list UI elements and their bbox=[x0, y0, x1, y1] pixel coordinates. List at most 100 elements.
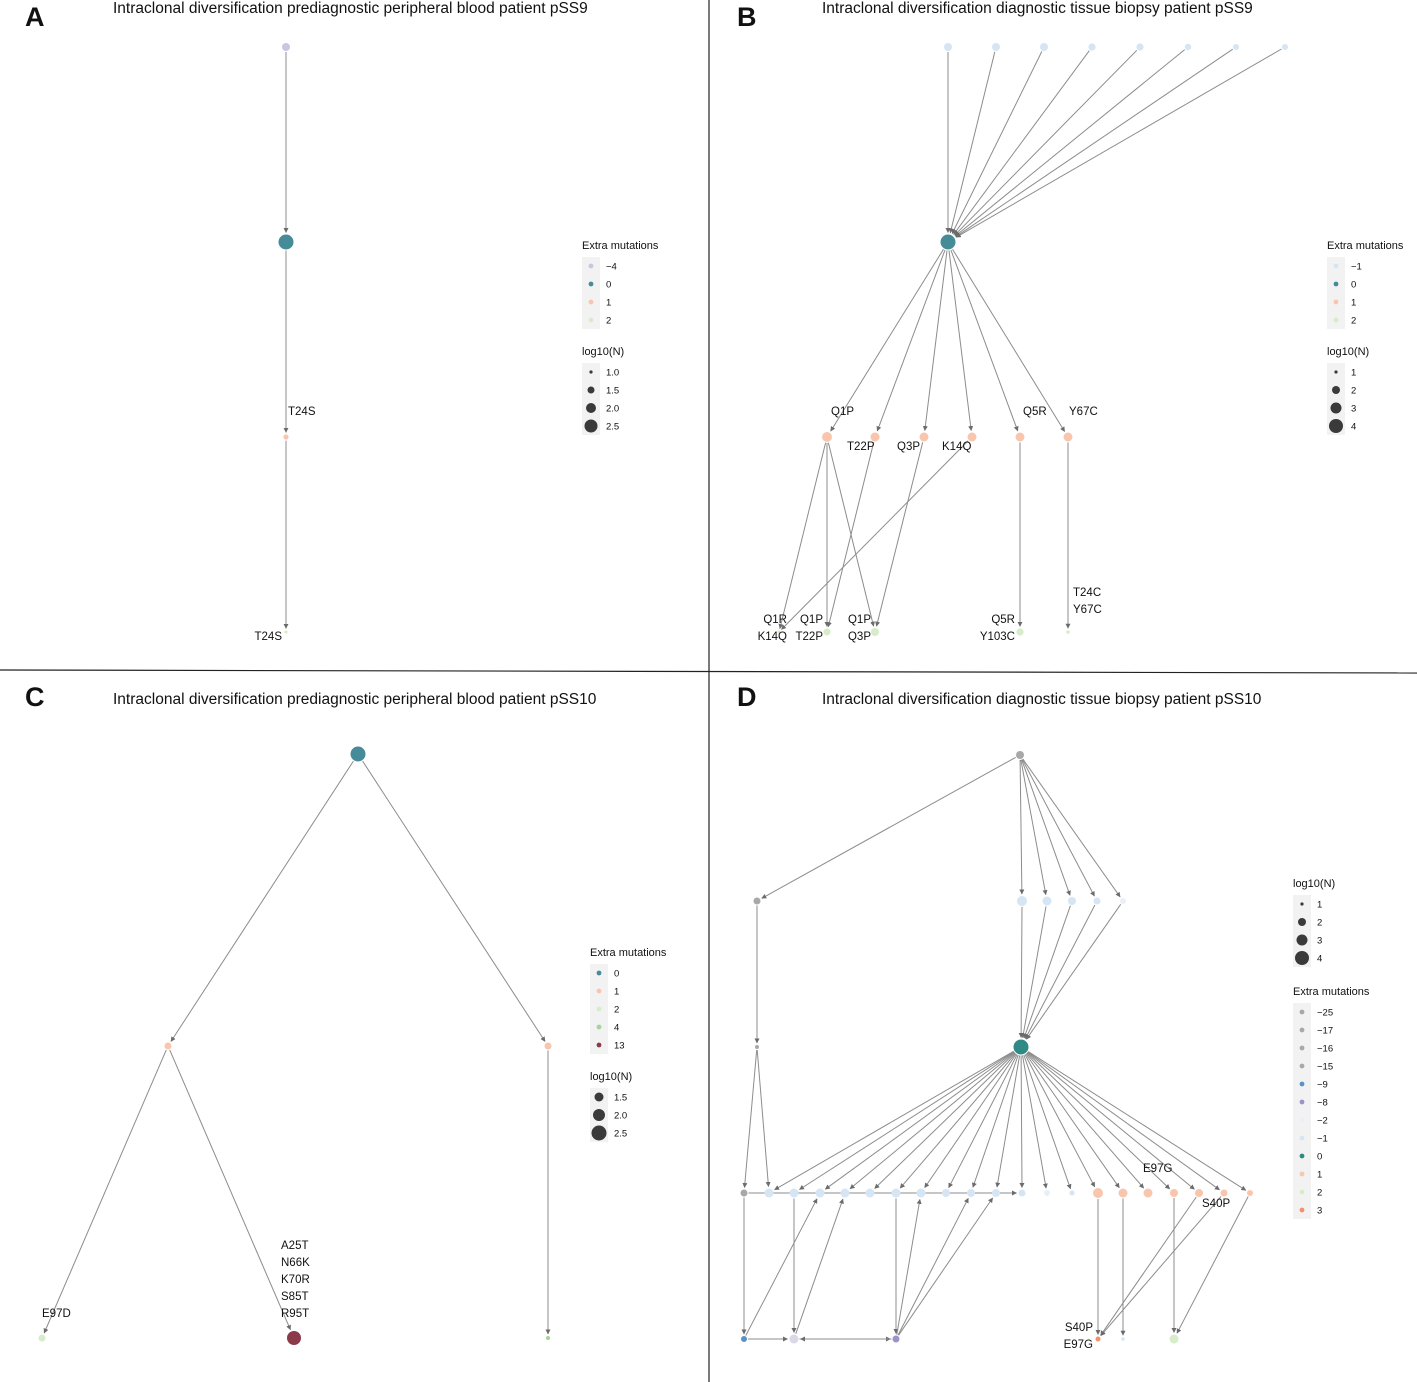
mutation-label: Y103C bbox=[980, 631, 1015, 643]
legend-color-key bbox=[1299, 1153, 1305, 1159]
legend-size-key bbox=[1295, 951, 1309, 965]
tree-node bbox=[1015, 432, 1025, 442]
tree-edge bbox=[781, 440, 969, 630]
legend-label: 3 bbox=[1351, 403, 1356, 414]
legend-title: Extra mutations bbox=[1293, 986, 1370, 998]
tree-node bbox=[992, 1189, 1000, 1197]
tree-node bbox=[1095, 1336, 1101, 1342]
legend-label: 0 bbox=[614, 968, 619, 979]
legend-title: Extra mutations bbox=[582, 240, 659, 252]
tree-edge bbox=[826, 442, 875, 628]
panel-title: Intraclonal diversification prediagnosti… bbox=[113, 0, 588, 17]
legend-label: 1 bbox=[1351, 297, 1356, 308]
tree-edge bbox=[824, 1051, 1015, 1190]
legend-key-background bbox=[1327, 363, 1345, 435]
legend-label: −2 bbox=[1317, 1115, 1328, 1126]
tree-edge bbox=[951, 51, 1043, 234]
tree-node bbox=[777, 630, 781, 634]
legend-label: 4 bbox=[614, 1022, 619, 1033]
tree-edge bbox=[1019, 759, 1025, 895]
mutation-label: E97D bbox=[42, 1308, 71, 1320]
mutation-label: R95T bbox=[281, 1308, 309, 1320]
tree-node bbox=[1220, 1189, 1228, 1197]
tree-edge bbox=[1018, 906, 1024, 1038]
tree-edge bbox=[849, 1052, 1015, 1190]
tree-node bbox=[350, 746, 366, 762]
tree-edge bbox=[1025, 904, 1122, 1040]
node-group bbox=[777, 43, 1288, 636]
mutation-label: T22P bbox=[796, 631, 824, 643]
mutation-label: E97G bbox=[1064, 1339, 1093, 1351]
legend-color-key bbox=[1299, 1117, 1305, 1123]
legend-label: −16 bbox=[1317, 1043, 1333, 1054]
legend-key-background bbox=[1327, 257, 1345, 329]
legend-title: log10(N) bbox=[590, 1071, 632, 1083]
legend-label: 1.0 bbox=[606, 367, 619, 378]
legend-size-key bbox=[586, 403, 596, 413]
tree-edge bbox=[955, 48, 1233, 238]
tree-node bbox=[1169, 1334, 1179, 1344]
tree-node bbox=[1247, 1190, 1253, 1196]
tree-node bbox=[940, 234, 956, 250]
legend-label: 4 bbox=[1351, 421, 1356, 432]
tree-edge bbox=[1021, 759, 1071, 896]
tree-node bbox=[1016, 628, 1024, 636]
tree-node bbox=[871, 628, 879, 636]
legend-label: 0 bbox=[1317, 1151, 1322, 1162]
horizontal-divider bbox=[0, 669, 1417, 674]
legend-label: 2.0 bbox=[614, 1110, 627, 1121]
tree-edge bbox=[954, 49, 1138, 236]
legend-label: 1 bbox=[1317, 1169, 1322, 1180]
tree-edge bbox=[43, 1049, 167, 1334]
legend-label: 2 bbox=[1317, 917, 1322, 928]
legend-label: 4 bbox=[1317, 953, 1322, 964]
tree-edge bbox=[948, 1054, 1018, 1189]
tree-node bbox=[992, 43, 1000, 51]
tree-edge bbox=[362, 760, 546, 1042]
panel-title: Intraclonal diversification diagnostic t… bbox=[822, 0, 1253, 17]
tree-edge bbox=[1019, 1055, 1025, 1188]
legend-color-key bbox=[596, 1024, 602, 1030]
edge-group bbox=[778, 48, 1282, 630]
mutation-label: K14Q bbox=[942, 441, 971, 453]
node-group bbox=[740, 751, 1253, 1344]
legend-label: 2 bbox=[1317, 1187, 1322, 1198]
panel-b: B Intraclonal diversification diagnostic… bbox=[737, 0, 1404, 643]
legend-color-key bbox=[588, 299, 594, 305]
tree-node bbox=[1040, 43, 1048, 51]
tree-edge bbox=[948, 51, 996, 234]
mutation-label: K70R bbox=[281, 1274, 310, 1286]
tree-edge bbox=[955, 49, 1186, 237]
tree-edge bbox=[952, 248, 1066, 432]
tree-node bbox=[967, 1189, 975, 1197]
tree-edge bbox=[955, 48, 1282, 238]
tree-node bbox=[38, 1334, 46, 1342]
tree-node bbox=[1044, 1190, 1050, 1196]
tree-edge bbox=[1022, 758, 1121, 898]
legend-label: 2.5 bbox=[614, 1128, 627, 1139]
tree-edge bbox=[1100, 1196, 1222, 1336]
tree-node bbox=[891, 1188, 901, 1198]
mutation-label: A25T bbox=[281, 1240, 309, 1252]
mutation-label: Q5R bbox=[1023, 406, 1047, 418]
tree-node bbox=[1017, 896, 1027, 906]
tree-node bbox=[1013, 1039, 1029, 1055]
tree-edge bbox=[1027, 1052, 1195, 1190]
mutation-label: Q1P bbox=[848, 614, 871, 626]
mutation-label: Y67C bbox=[1069, 406, 1098, 418]
legend-color-key bbox=[1299, 1063, 1305, 1069]
legend-color-key bbox=[1299, 1207, 1305, 1213]
tree-edge bbox=[795, 1198, 844, 1334]
tree-node bbox=[284, 630, 288, 634]
legend-color-key bbox=[1333, 281, 1339, 287]
legend-label: 2 bbox=[614, 1004, 619, 1015]
legend-label: 2 bbox=[606, 315, 611, 326]
tree-edge bbox=[1023, 905, 1071, 1039]
tree-node bbox=[278, 234, 294, 250]
tree-edge bbox=[948, 250, 974, 431]
tree-edge bbox=[875, 442, 924, 627]
tree-edge bbox=[953, 50, 1090, 235]
